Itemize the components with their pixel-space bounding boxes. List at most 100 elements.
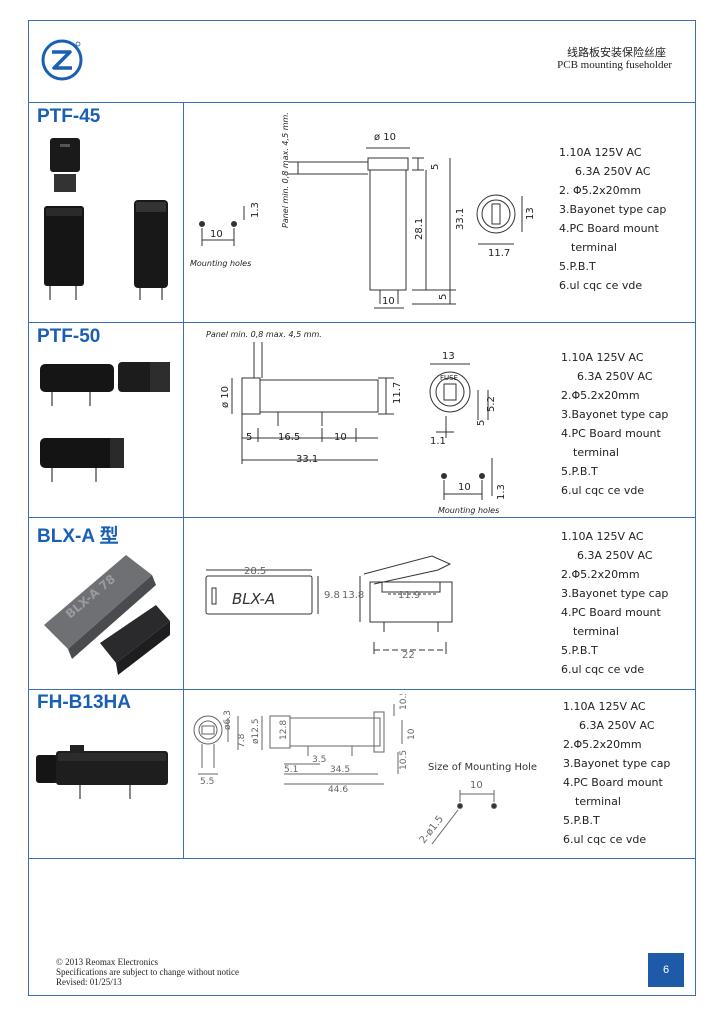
dim-cap: 5: [430, 164, 441, 170]
dim-front-w: 13: [442, 351, 455, 362]
header-title-cn: 线路板安装保险丝座: [567, 46, 666, 59]
spec-item: 6.ul cqc ce vde: [561, 663, 645, 676]
spec-item: 2. Φ5.2x20mm: [559, 184, 642, 197]
spec-item: terminal: [575, 795, 621, 808]
spec-list-fhb13ha: 1.10A 125V AC 6.3A 250V AC 2.Φ5.2x20mm 3…: [563, 697, 670, 849]
dim-len3: 44.6: [328, 785, 348, 795]
spec-item: 3.Bayonet type cap: [561, 408, 669, 421]
dim-mh-label: Mounting holes: [190, 259, 251, 268]
spec-item: 2.Φ5.2x20mm: [561, 568, 640, 581]
dim-hole: 1.3: [496, 484, 507, 500]
spec-item: 6.3A 250V AC: [577, 549, 653, 562]
dim-d3: 10: [334, 432, 347, 443]
dim-hole: 1.3: [250, 202, 261, 218]
spec-item: 3.Bayonet type cap: [561, 587, 669, 600]
column-divider: [183, 102, 184, 859]
spec-item: 1.10A 125V AC: [561, 530, 644, 543]
row-divider: [28, 858, 696, 859]
dim-dia: ø 10: [220, 386, 231, 408]
spec-item: terminal: [573, 446, 619, 459]
dim-total: 33.1: [455, 208, 466, 230]
dim-h3: 10.5: [399, 750, 409, 770]
footer-revised: Revised: 01/25/13: [56, 977, 122, 987]
drawing-fhb13ha: ø6.3 7.8 5.5 ø12.5 12.8 3.5 34.5 44.6 5.…: [193, 694, 537, 846]
header-title-en: PCB mounting fuseholder: [557, 59, 672, 71]
row-divider: [28, 689, 696, 690]
spec-item: 5.P.B.T: [559, 260, 596, 273]
dim-mh-pitch: 10: [470, 780, 483, 791]
dim-d3: 5.5: [200, 777, 214, 787]
spec-item: 2.Φ5.2x20mm: [563, 738, 642, 751]
drawing-ptf45: 10 Mounting holes 1.3 Panel min. 0,8 max…: [190, 112, 536, 309]
product-photo-fhb13ha: [36, 745, 168, 799]
dim-len1: 3.5: [312, 755, 326, 765]
dim-pin: 5.1: [284, 765, 298, 775]
footer: © 2013 Reomax Electronics Specifications…: [56, 957, 239, 987]
spec-item: 6.ul cqc ce vde: [563, 833, 647, 846]
dim-height: 11.7: [392, 382, 403, 404]
model-name-blxa: BLX-A 型: [37, 526, 119, 547]
dim-d2: 7.8: [237, 733, 247, 748]
row-divider: [28, 517, 696, 518]
model-name-fhb13ha: FH-B13HA: [37, 692, 131, 713]
spec-list-ptf50: 1.10A 125V AC 6.3A 250V AC 2.Φ5.2x20mm 3…: [561, 348, 668, 500]
product-photo-ptf50: [40, 362, 170, 482]
footer-copyright: © 2013 Reomax Electronics: [56, 957, 159, 967]
dim-mh-label: Mounting holes: [438, 506, 499, 515]
model-name-ptf45: PTF-45: [37, 106, 101, 127]
spec-item: 6.ul cqc ce vde: [559, 279, 643, 292]
company-logo: [41, 39, 83, 81]
dim-d2: 16.5: [278, 432, 300, 443]
dim-dia: ø 10: [374, 132, 396, 143]
dim-pin: 5: [438, 294, 449, 300]
model-name-ptf50: PTF-50: [37, 326, 101, 347]
drawing-blxa: 28.5 BLX-A 9.8 13.8 11.9 22: [205, 555, 453, 661]
dim-front-a: 5: [476, 420, 487, 426]
dim-pitch: 10: [382, 296, 395, 307]
dim-len2: 34.5: [330, 765, 350, 775]
product-photo-blxa: BLX-A 78: [44, 555, 170, 675]
spec-item: 4.PC Board mount: [561, 427, 661, 440]
dim-side-h: 13.8: [342, 590, 364, 601]
spec-item: 2.Φ5.2x20mm: [561, 389, 640, 402]
dim-panel: Panel min. 0,8 max. 4,5 mm.: [206, 330, 322, 339]
spec-item: 1.10A 125V AC: [563, 700, 646, 713]
page-number-badge: 6: [648, 953, 684, 987]
spec-item: 3.Bayonet type cap: [563, 757, 671, 770]
dim-mh-pitch: 10: [458, 482, 471, 493]
spec-list-ptf45: 1.10A 125V AC 6.3A 250V AC 2. Φ5.2x20mm …: [559, 143, 666, 295]
spec-item: 6.ul cqc ce vde: [561, 484, 645, 497]
spec-item: 6.3A 250V AC: [577, 370, 653, 383]
spec-item: 4.PC Board mount: [561, 606, 661, 619]
dim-height: 9.8: [324, 590, 340, 601]
spec-item: 6.3A 250V AC: [575, 165, 651, 178]
dim-d1: ø6.3: [223, 710, 233, 730]
dim-total: 33.1: [296, 454, 318, 465]
dim-pitch: 22: [402, 650, 415, 661]
dim-h1: 10.5: [399, 694, 409, 710]
dim-panel: Panel min. 0,8 max. 4,5 mm.: [281, 112, 290, 228]
spec-item: 5.P.B.T: [561, 644, 598, 657]
dim-d1: 5: [246, 432, 252, 443]
dim-mh-hole: 2-ø1.5: [418, 814, 446, 846]
spec-list-blxa: 1.10A 125V AC 6.3A 250V AC 2.Φ5.2x20mm 3…: [561, 527, 668, 679]
body-label: BLX-A: [232, 590, 275, 608]
dim-front-b: 5.2: [486, 396, 497, 412]
dim-front-w: 11.7: [488, 248, 510, 259]
product-photo-ptf45: [44, 138, 168, 300]
spec-item: 6.3A 250V AC: [579, 719, 655, 732]
dim-d4: ø12.5: [251, 718, 261, 744]
spec-item: 3.Bayonet type cap: [559, 203, 667, 216]
dim-mh-label: Size of Mounting Hole: [428, 762, 537, 773]
dim-front-h: 13: [525, 207, 536, 220]
spec-item: 5.P.B.T: [561, 465, 598, 478]
dim-inner: 11.9: [398, 590, 420, 601]
spec-item: 1.10A 125V AC: [559, 146, 642, 159]
spec-item: 4.PC Board mount: [563, 776, 663, 789]
page-frame: [28, 20, 696, 996]
fuse-label: FUSE: [440, 374, 458, 382]
dim-length: 28.5: [244, 566, 266, 577]
spec-item: 1.10A 125V AC: [561, 351, 644, 364]
dim-mh-pitch: 10: [210, 229, 223, 240]
spec-item: terminal: [573, 625, 619, 638]
